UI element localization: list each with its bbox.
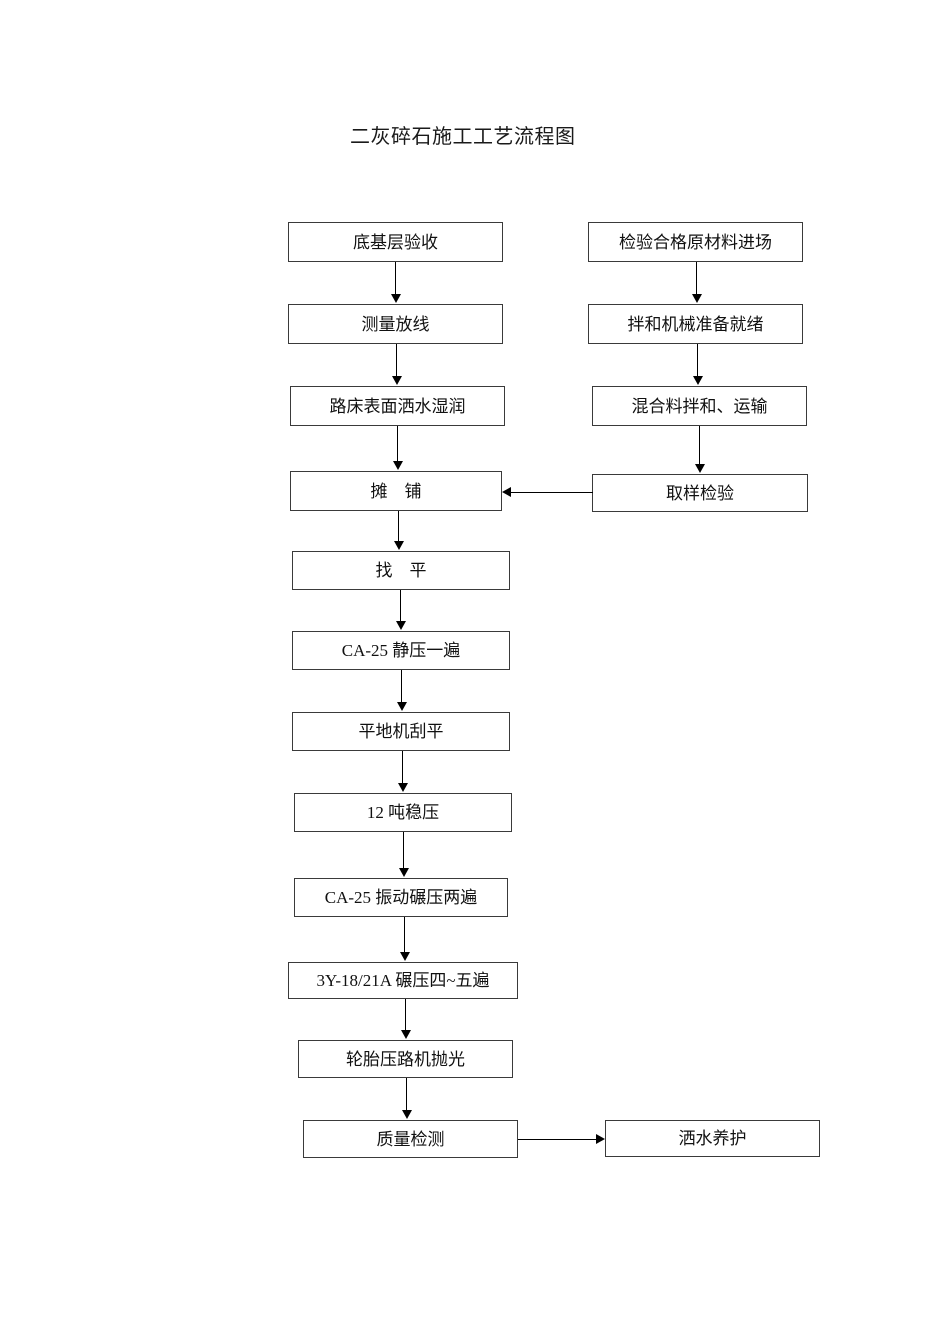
edge-arrow-n4-n6 (693, 376, 703, 385)
edge-line-n13-n14 (404, 917, 405, 953)
edge-line-n11-n12 (402, 751, 403, 784)
node-water-curing[interactable]: 洒水养护 (605, 1120, 820, 1157)
edge-arrow-n7-n9 (394, 541, 404, 550)
edge-arrow-n14-n15 (401, 1030, 411, 1039)
edge-line-n8-n7 (511, 492, 593, 493)
node-paving[interactable]: 摊 铺 (290, 471, 502, 511)
edge-line-n3-n5 (396, 344, 397, 377)
edge-arrow-n15-n16 (402, 1110, 412, 1119)
edge-line-n4-n6 (697, 344, 698, 377)
edge-arrow-n12-n13 (399, 868, 409, 877)
edge-arrow-n8-n7 (502, 487, 511, 497)
node-subgrade-surface-watering[interactable]: 路床表面洒水湿润 (290, 386, 505, 426)
node-mixture-mixing-transport[interactable]: 混合料拌和、运输 (592, 386, 807, 426)
edge-line-n1-n3 (395, 262, 396, 295)
edge-line-n7-n9 (398, 511, 399, 542)
edge-arrow-n3-n5 (392, 376, 402, 385)
page-title: 二灰碎石施工工艺流程图 (350, 126, 576, 148)
node-ca25-static-rolling-once[interactable]: CA-25 静压一遍 (292, 631, 510, 670)
edge-line-n6-n8 (699, 426, 700, 465)
edge-line-n14-n15 (405, 999, 406, 1031)
edge-arrow-n16-n17 (596, 1134, 605, 1144)
edge-line-n9-n10 (400, 590, 401, 622)
node-leveling[interactable]: 找 平 (292, 551, 510, 590)
node-grader-scraping[interactable]: 平地机刮平 (292, 712, 510, 751)
node-12-ton-stabilizing-rolling[interactable]: 12 吨稳压 (294, 793, 512, 832)
edge-line-n5-n7 (397, 426, 398, 462)
node-quality-inspection[interactable]: 质量检测 (303, 1120, 518, 1158)
node-3y-18-21a-rolling-four-to-five[interactable]: 3Y-18/21A 碾压四~五遍 (288, 962, 518, 999)
node-qualified-raw-material-entry[interactable]: 检验合格原材料进场 (588, 222, 803, 262)
node-mixing-machinery-ready[interactable]: 拌和机械准备就绪 (588, 304, 803, 344)
edge-line-n2-n4 (696, 262, 697, 295)
edge-line-n12-n13 (403, 832, 404, 868)
edge-arrow-n5-n7 (393, 461, 403, 470)
node-sampling-inspection[interactable]: 取样检验 (592, 474, 808, 512)
node-tire-roller-polishing[interactable]: 轮胎压路机抛光 (298, 1040, 513, 1078)
edge-line-n10-n11 (401, 670, 402, 703)
edge-arrow-n11-n12 (398, 783, 408, 792)
edge-arrow-n10-n11 (397, 702, 407, 711)
edge-line-n16-n17 (518, 1139, 596, 1140)
node-survey-setting-out[interactable]: 测量放线 (288, 304, 503, 344)
edge-arrow-n1-n3 (391, 294, 401, 303)
edge-arrow-n9-n10 (396, 621, 406, 630)
edge-arrow-n13-n14 (400, 952, 410, 961)
edge-arrow-n6-n8 (695, 464, 705, 473)
edge-arrow-n2-n4 (692, 294, 702, 303)
node-base-layer-acceptance[interactable]: 底基层验收 (288, 222, 503, 262)
node-ca25-vibratory-rolling-twice[interactable]: CA-25 振动碾压两遍 (294, 878, 508, 917)
edge-line-n15-n16 (406, 1078, 407, 1111)
